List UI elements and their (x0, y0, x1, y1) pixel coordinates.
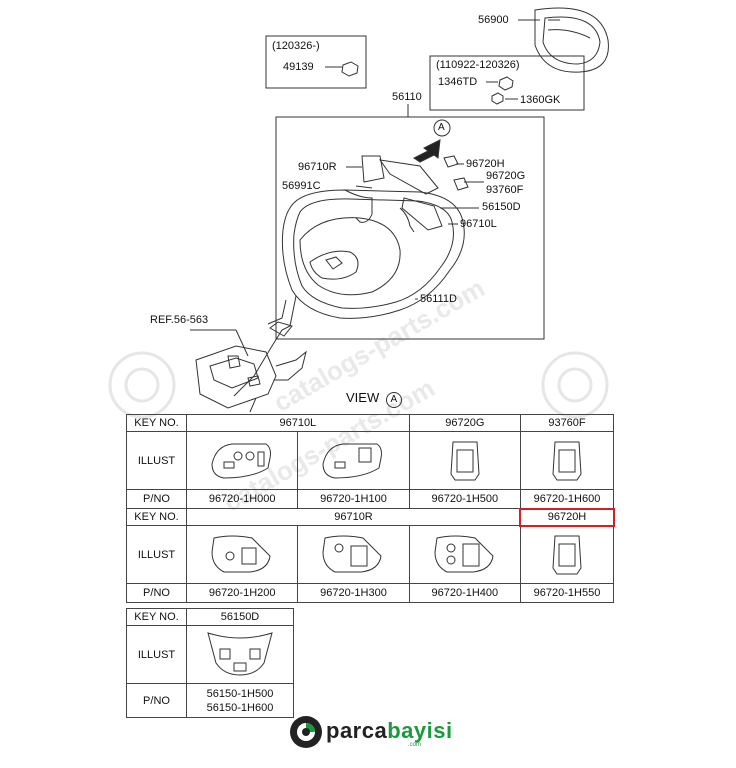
part-number: 96720-1H000 (185, 489, 299, 509)
group-96710L: 96710L (186, 414, 410, 432)
callout-56150D: 56150D (482, 201, 521, 213)
switch-illustration (450, 441, 480, 481)
part-number: 56150-1H600 (206, 701, 274, 714)
callout-1346TD: 1346TD (438, 76, 478, 88)
callout-56991C: 56991C (282, 180, 321, 192)
callout-ref: REF.56-563 (150, 314, 209, 326)
callout-96720G: 96720G (486, 170, 526, 182)
illust-cell (185, 525, 299, 584)
callout-date-b: (110922-120326) (436, 59, 520, 71)
airbag-module (534, 7, 609, 73)
callout-96710L: 96710L (460, 218, 497, 230)
logo-icon (290, 716, 322, 748)
switch-illustration (434, 535, 494, 573)
callout-date-a: (120326-) (272, 40, 320, 52)
group-56150D: 56150D (186, 608, 294, 626)
part-number: 96720-1H300 (297, 583, 410, 603)
view-label-text: VIEW (346, 390, 380, 405)
callout-93760F: 93760F (486, 184, 524, 196)
illust-header: ILLUST (126, 431, 187, 490)
part-number: 56150-1H500 (206, 687, 274, 700)
part-number-cell: 56150-1H500 56150-1H600 (186, 683, 294, 718)
pno-header: P/NO (126, 489, 187, 509)
part-number: 96720-1H100 (297, 489, 410, 509)
key-no-header: KEY NO. (126, 608, 187, 626)
illust-cell (408, 431, 521, 490)
group-96710R: 96710R (186, 508, 521, 526)
logo-text: parcabayisi (326, 718, 453, 744)
callout-96720H: 96720H (466, 158, 505, 170)
switch-illustration (211, 535, 271, 573)
callout-56111D: 56111D (420, 293, 457, 305)
switch-illustration (322, 443, 383, 479)
brand-logo[interactable]: parcabayisi .com (288, 712, 458, 752)
key-no-header: KEY NO. (126, 414, 187, 432)
illust-cell (519, 431, 615, 490)
switch-illustration (322, 535, 383, 573)
illust-cell (297, 525, 410, 584)
illust-header: ILLUST (126, 525, 187, 584)
part-number: 96720-1H200 (185, 583, 299, 603)
logo-text-part1: parca (326, 718, 388, 743)
illust-cell (186, 625, 294, 684)
parts-table-top: KEY NO. 96710L 96720G 93760F ILLUST P/NO… (126, 414, 615, 603)
part-number: 96720-1H500 (408, 489, 521, 509)
logo-subtext: .com (408, 742, 422, 748)
illust-cell (408, 525, 521, 584)
switch-illustration (552, 535, 582, 575)
illust-header: ILLUST (126, 625, 187, 684)
switch-illustration (552, 441, 582, 481)
callout-96710R: 96710R (298, 161, 337, 173)
callout-1360GK: 1360GK (520, 94, 561, 106)
part-number: 96720-1H550 (519, 583, 615, 603)
illust-cell (297, 431, 410, 490)
logo-text-part2: bayisi (387, 718, 453, 743)
view-marker: A (385, 392, 402, 408)
part-number: 96720-1H600 (519, 489, 615, 509)
switch-illustration (211, 443, 272, 479)
pno-header: P/NO (126, 683, 187, 718)
bezel-illustration (207, 632, 273, 676)
callout-marker-a: A (438, 122, 445, 133)
callout-56110: 56110 (392, 91, 422, 103)
group-93760F: 93760F (519, 414, 615, 432)
callout-56900: 56900 (478, 14, 509, 26)
callout-49139: 49139 (283, 61, 314, 73)
part-number: 96720-1H400 (408, 583, 521, 603)
group-96720G: 96720G (408, 414, 521, 432)
group-96720H-highlighted: 96720H (519, 507, 615, 527)
illust-cell (185, 431, 299, 490)
parts-table-bottom: KEY NO. 56150D ILLUST P/NO 56150-1H500 5… (126, 608, 294, 718)
key-no-header: KEY NO. (126, 508, 187, 526)
view-label: VIEW A (346, 390, 402, 408)
pno-header: P/NO (126, 583, 187, 603)
illust-cell (519, 525, 615, 584)
